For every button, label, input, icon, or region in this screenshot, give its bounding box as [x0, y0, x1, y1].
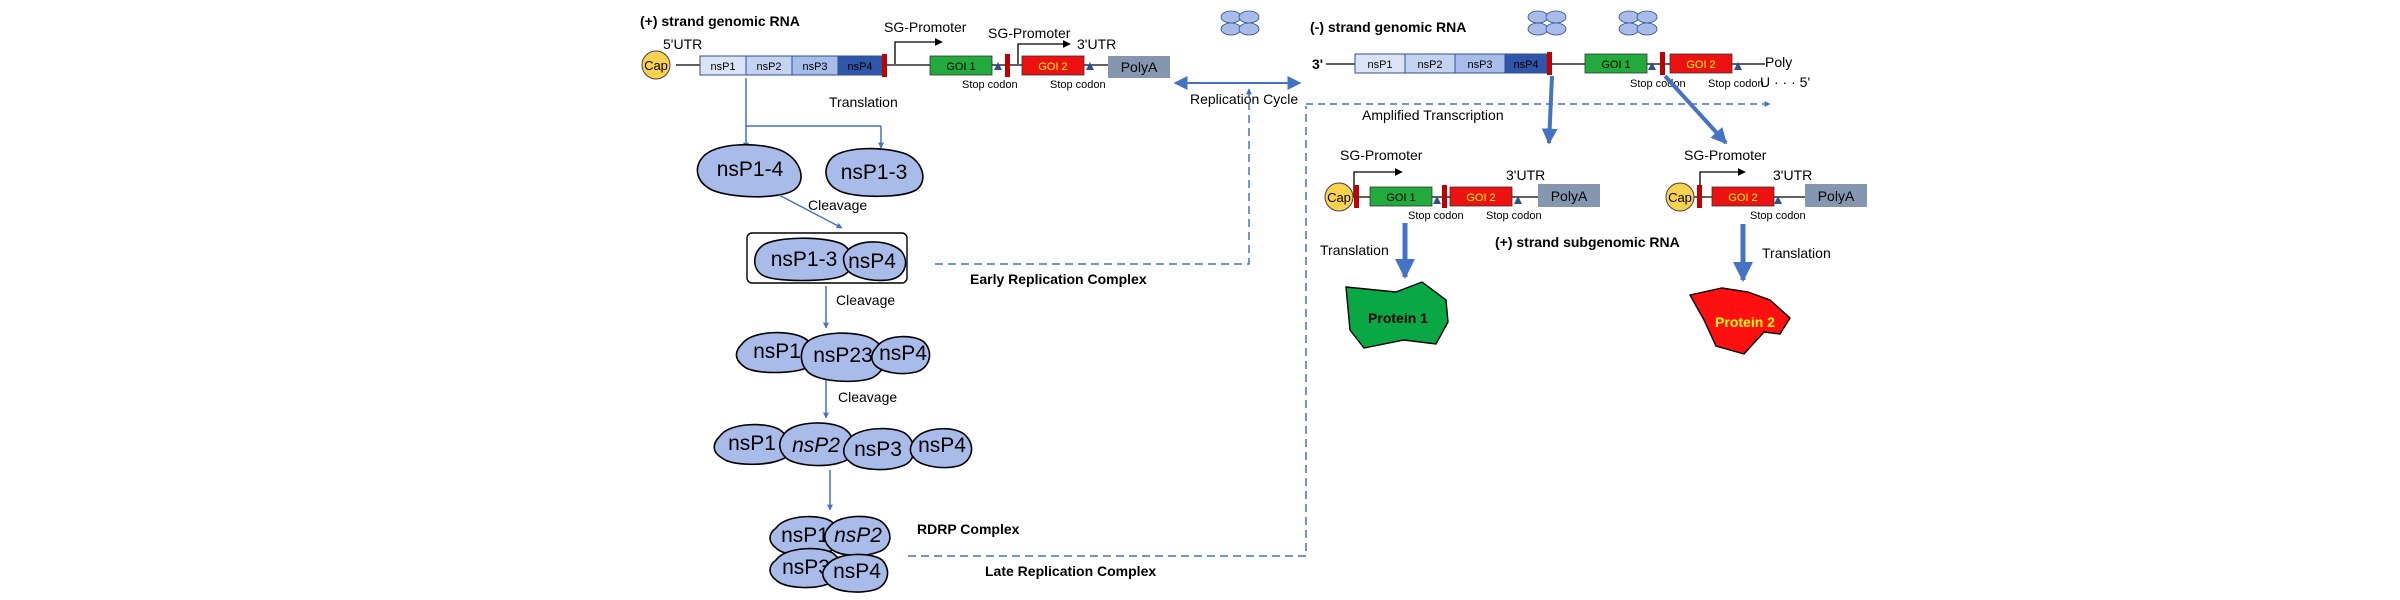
- early-complex-dashed-arrow: [935, 88, 1252, 265]
- early-complex-box: [746, 232, 908, 284]
- stop-codon-label-2: Stop codon: [1050, 79, 1106, 91]
- nsp23-blob: [800, 332, 886, 383]
- sg1-cap-label: Cap: [1327, 190, 1351, 205]
- sg1-construct: Cap GOI 1 Stop codon GOI 2 Stop codon Po…: [1324, 182, 1600, 222]
- minus-nsp2-segment: nsP2: [1417, 59, 1442, 71]
- nsp4-blob-a: [871, 335, 931, 375]
- cleavage-label-1: Cleavage: [808, 197, 867, 213]
- sg1-promoter-label: SG-Promoter: [1340, 147, 1423, 163]
- translation-label-2: Translation: [1320, 242, 1389, 258]
- amplified-transcription-label: Amplified Transcription: [1362, 107, 1504, 123]
- nsp1-3-blob: [825, 147, 924, 198]
- plus-strand-title: (+) strand genomic RNA: [640, 13, 800, 29]
- cap-icon: [641, 50, 671, 80]
- sg1-goi1: GOI 1: [1386, 192, 1415, 204]
- cleavage-label-2: Cleavage: [836, 292, 895, 308]
- nsp1-4-label: nsP1-4: [717, 158, 784, 181]
- nsp1-3-label: nsP1-3: [841, 161, 908, 184]
- late-complex-label: Late Replication Complex: [985, 563, 1156, 579]
- sg-promoter-label-1: SG-Promoter: [884, 19, 967, 35]
- early-complex-label: Early Replication Complex: [970, 271, 1147, 287]
- rdrp-icon-top-center: [1220, 10, 1260, 36]
- early-nsp1-3-label: nsP1-3: [771, 248, 838, 271]
- nsp4-label-a: nsP4: [879, 342, 927, 365]
- plus-goi2: GOI 2: [1038, 61, 1067, 73]
- cleavage-arrow-1: [778, 194, 843, 229]
- minus-goi2: GOI 2: [1686, 59, 1715, 71]
- stop-codon-marker: [994, 62, 1002, 70]
- plus-genome-construct: Cap nsP1 nsP2 nsP3 nsP4 SG-Promoter GOI …: [641, 19, 1170, 91]
- stop-codon-label-7: Stop codon: [1750, 210, 1806, 222]
- rdrp-nsp4-label: nsP4: [833, 560, 881, 583]
- minus-nsp1-segment: nsP1: [1367, 59, 1392, 71]
- translation-label-1: Translation: [829, 94, 898, 110]
- sg1-polya: PolyA: [1551, 188, 1588, 204]
- nsp4-blob-b: [909, 427, 973, 469]
- nsp1-label-a: nsP1: [753, 340, 801, 363]
- replication-cycle-label: Replication Cycle: [1190, 91, 1298, 107]
- rdrp-icon-top-right-2: [1618, 10, 1658, 36]
- minus-nsp3-segment: nsP3: [1467, 59, 1492, 71]
- protein1-label: Protein 1: [1368, 310, 1428, 326]
- sg1-goi2: GOI 2: [1466, 192, 1495, 204]
- poly-label: Poly U · · · 5': [1760, 54, 1810, 90]
- nsp1-4-blob: [696, 143, 802, 198]
- rdrp-nsp1-label: nsP1: [781, 524, 829, 547]
- early-nsp4-label: nsP4: [848, 250, 896, 273]
- utr3-label: 3'UTR: [1077, 36, 1116, 52]
- plus-polya: PolyA: [1121, 59, 1158, 75]
- protein1-shape: [1345, 281, 1449, 349]
- nsp4-label-b: nsP4: [918, 434, 966, 457]
- cleavage-label-3: Cleavage: [838, 389, 897, 405]
- minus-goi1: GOI 1: [1601, 59, 1630, 71]
- translation-label-3: Translation: [1762, 245, 1831, 261]
- rdrp-complex-label: RDRP Complex: [917, 521, 1020, 537]
- minus-strand-title: (-) strand genomic RNA: [1310, 19, 1466, 35]
- minus-nsp4-segment: nsP4: [1513, 59, 1538, 71]
- rdrp-nsp2-blob: [823, 515, 891, 557]
- sg2-polya: PolyA: [1818, 188, 1855, 204]
- stop-codon-label-6: Stop codon: [1486, 210, 1542, 222]
- nsp23-label: nsP23: [813, 344, 873, 367]
- nsp1-blob-b: [713, 423, 792, 466]
- sg2-promoter-label: SG-Promoter: [1684, 147, 1767, 163]
- nsp2-blob-b: [778, 422, 855, 467]
- nsp3-blob-b: [842, 427, 915, 471]
- sg2-goi2: GOI 2: [1728, 192, 1757, 204]
- rdrp-icon-top-right-1: [1527, 10, 1567, 36]
- minus-genome-construct: nsP1 nsP2 nsP3 nsP4 GOI 1 Stop codon GOI…: [1326, 52, 1765, 90]
- nsp1-label-b: nsP1: [728, 432, 776, 455]
- late-complex-dashed-line: [908, 106, 1307, 557]
- cap-label: Cap: [644, 58, 668, 73]
- protein2-shape: [1688, 287, 1791, 355]
- plus-goi1: GOI 1: [946, 61, 975, 73]
- early-nsp4-blob: [842, 241, 907, 282]
- rdrp-nsp3-label: nsP3: [782, 556, 830, 579]
- nsp3-label-b: nsP3: [854, 438, 902, 461]
- plus-nsp2-segment: nsP2: [756, 61, 781, 73]
- sg2-construct: Cap GOI 2 Stop codon PolyA: [1665, 182, 1867, 222]
- nsp2-label-b: nsP2: [792, 434, 840, 457]
- plus-nsp1-segment: nsP1: [710, 61, 735, 73]
- plus-nsp4-segment: nsP4: [847, 61, 872, 73]
- sg2-utr3-label: 3'UTR: [1773, 167, 1812, 183]
- utr5-label: 5'UTR: [663, 36, 702, 52]
- rdrp-nsp4-blob: [821, 553, 889, 593]
- early-nsp1-3-blob: [753, 237, 854, 282]
- stop-codon-label-1: Stop codon: [962, 79, 1018, 91]
- sg1-utr3-label: 3'UTR: [1506, 167, 1545, 183]
- sg-arrow-1: [1541, 75, 1558, 145]
- plus-subgenomic-title: (+) strand subgenomic RNA: [1495, 234, 1680, 250]
- sg2-cap-label: Cap: [1668, 190, 1692, 205]
- stop-codon-label-4: Stop codon: [1708, 78, 1764, 90]
- rdrp-complex-cluster: nsP1 nsP2 nsP3 nsP4: [769, 515, 891, 593]
- sg-promoter-label-2: SG-Promoter: [988, 25, 1071, 41]
- rdrp-nsp2-label: nsP2: [834, 524, 882, 547]
- stop-codon-label-5: Stop codon: [1408, 210, 1464, 222]
- three-prime-label: 3': [1312, 56, 1323, 72]
- plus-nsp3-segment: nsP3: [802, 61, 827, 73]
- sg-arrow-2: [1663, 74, 1728, 145]
- protein2-label: Protein 2: [1715, 314, 1775, 330]
